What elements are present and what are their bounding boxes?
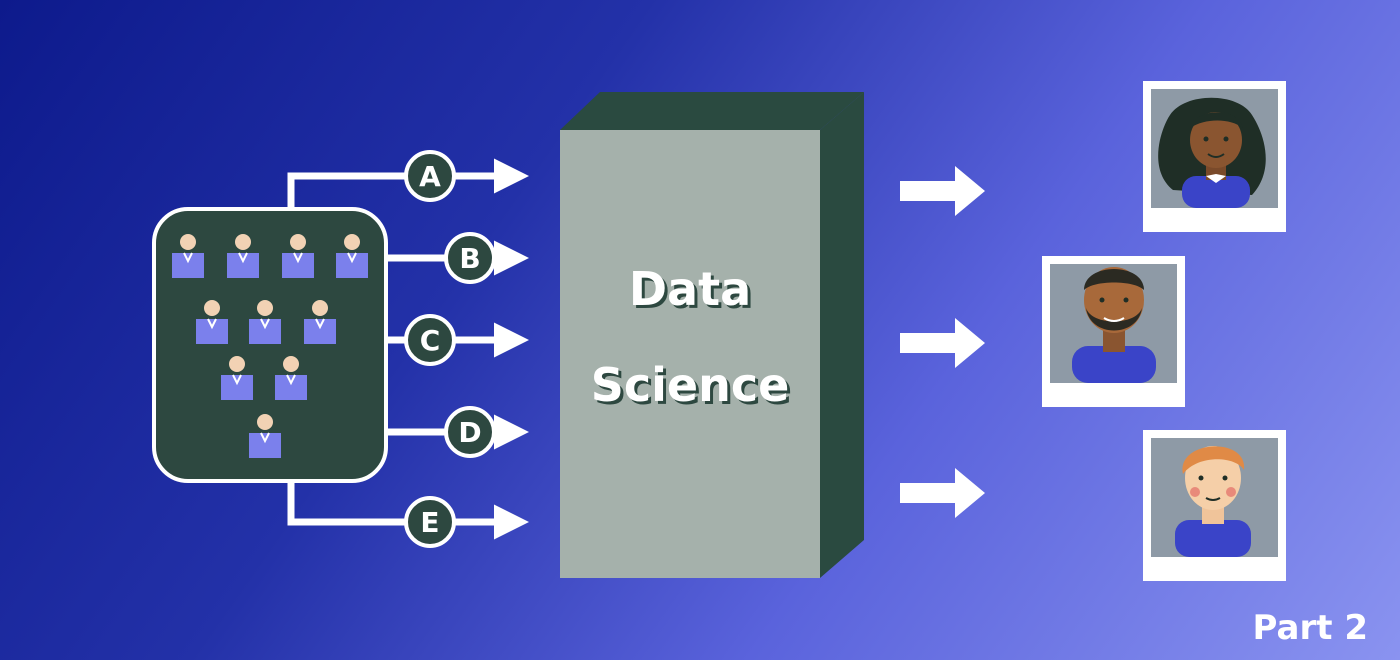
box-top-face [560,92,864,130]
data-science-box [560,92,864,578]
bearded-man-portrait [1042,256,1185,407]
branch-b-label: B [444,232,496,284]
woman-portrait [1143,81,1286,232]
branch-letter: B [459,242,480,275]
branch-c-label: C [404,314,456,366]
branch-e-line [287,478,529,540]
box-title-data: Data [628,262,752,316]
branch-letter: E [420,506,439,539]
output-arrow-3 [900,468,985,518]
part-label: Part 2 [1252,608,1368,648]
person-icon [282,234,314,278]
branch-letter: A [419,160,441,193]
output-arrow-2 [900,318,985,368]
person-icon [249,414,281,458]
person-icon [221,356,253,400]
person-icon [304,300,336,344]
person-icon [275,356,307,400]
person-icon [227,234,259,278]
branch-letter: D [458,416,481,449]
output-arrow-1 [900,166,985,216]
box-side-face [820,92,864,578]
box-title-science: Science [590,358,790,412]
branch-a-label: A [404,150,456,202]
box-front-face [560,130,820,578]
person-icon [196,300,228,344]
person-icon [172,234,204,278]
branch-labels: A B C D E [404,150,496,548]
person-icon [336,234,368,278]
org-chart-panel [152,207,388,483]
young-man-portrait [1143,430,1286,581]
person-icon [249,300,281,344]
output-arrows [900,166,985,518]
branch-letter: C [420,324,441,357]
branch-e-label: E [404,496,456,548]
branch-d-label: D [444,406,496,458]
branch-a-line [287,158,529,216]
org-chart-figures [172,234,368,458]
